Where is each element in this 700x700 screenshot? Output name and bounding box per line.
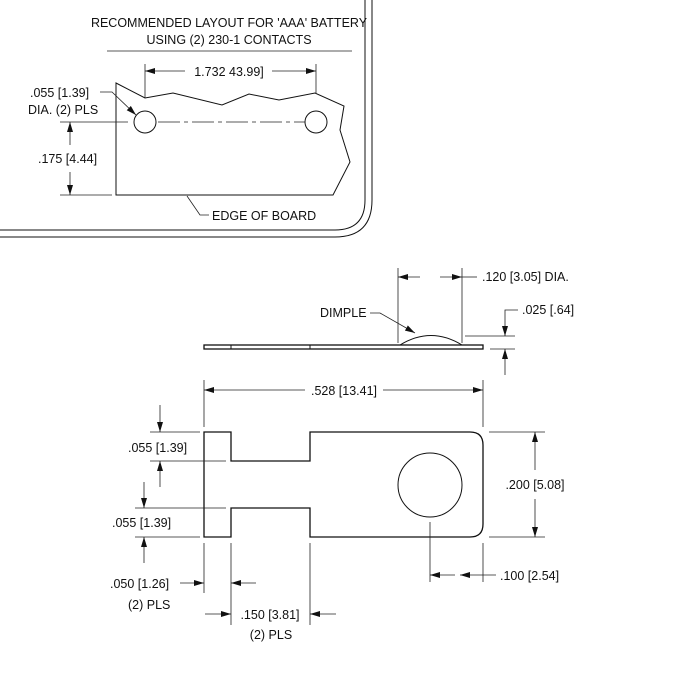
edge-leader bbox=[186, 195, 209, 216]
mount-hole-right bbox=[304, 110, 328, 134]
mount-hole-left bbox=[133, 110, 157, 134]
notch-bottom-dim: .055 [1.39] bbox=[112, 516, 171, 530]
board-outline bbox=[115, 82, 351, 196]
layout-title-line1: RECOMMENDED LAYOUT FOR 'AAA' BATTERY bbox=[91, 16, 368, 30]
hole-height-dim: .175 [4.44] bbox=[38, 152, 97, 166]
dimple-label: DIMPLE bbox=[320, 306, 367, 320]
hole-spacing-dim: 1.732 43.99] bbox=[194, 65, 264, 79]
hole-dia-qty: DIA. (2) PLS bbox=[28, 103, 98, 117]
neck-length-dim: .150 [3.81] bbox=[240, 608, 299, 622]
width-dim: .200 [5.08] bbox=[505, 478, 564, 492]
contact-hole bbox=[397, 452, 463, 518]
overall-length-dim: .528 [13.41] bbox=[311, 384, 377, 398]
dimple-leader bbox=[370, 312, 416, 334]
hole-offset-dim: .100 [2.54] bbox=[500, 569, 559, 583]
side-view bbox=[203, 335, 484, 350]
contact-outline bbox=[203, 431, 484, 538]
tab-width-dim: .050 [1.26] bbox=[110, 577, 169, 591]
tab-width-qty: (2) PLS bbox=[128, 598, 170, 612]
leader-arrow bbox=[100, 91, 137, 116]
dimple-dia-dim: .120 [3.05] DIA. bbox=[482, 270, 569, 284]
dimple-height-dim: .025 [.64] bbox=[522, 303, 574, 317]
layout-title-line2: USING (2) 230-1 CONTACTS bbox=[146, 33, 311, 47]
layout-frame bbox=[0, 0, 373, 238]
dimple bbox=[399, 335, 463, 346]
notch-top-dim: .055 [1.39] bbox=[128, 441, 187, 455]
hole-dia-dim: .055 [1.39] bbox=[30, 86, 89, 100]
edge-of-board-label: EDGE OF BOARD bbox=[212, 209, 316, 223]
dim-arrow bbox=[502, 309, 518, 336]
neck-length-qty: (2) PLS bbox=[250, 628, 292, 642]
